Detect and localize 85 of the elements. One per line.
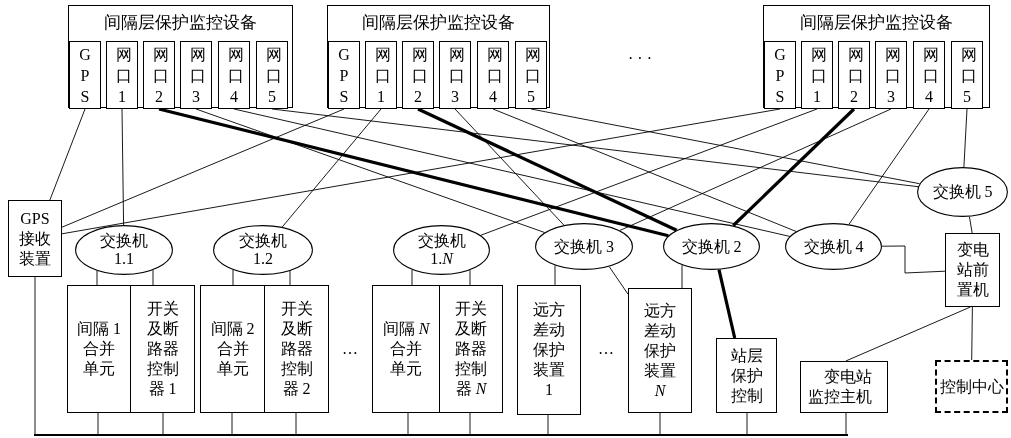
connection-line [61,108,345,228]
device-heading: 间隔层保护监控设备 [104,12,257,34]
connection-line [968,216,973,234]
port-box: GPS [764,41,796,109]
port-box: 网口3 [875,41,907,109]
thick-connection-line [417,107,678,232]
port-box: 网口5 [515,41,547,109]
port-box: 网口2 [402,41,434,109]
connection-line [608,266,629,295]
port-box: GPS [69,41,101,109]
unit-box: 远方差动保护装置 N [628,288,692,413]
connection-line [848,108,930,225]
receiver-box: GPS接收装置 [8,200,62,277]
device-heading: 间隔层保护监控设备 [800,12,953,34]
connection-line [407,412,409,435]
thick-connection-line [732,107,856,227]
unit-box: 间隔 2合并单元 [200,285,265,413]
port-box: 网口5 [951,41,983,109]
ellipsis-mark: … [598,340,614,358]
port-box: 网口1 [801,41,833,109]
connection-line [554,264,556,286]
thick-connection-line [717,269,737,339]
port-box: 网口3 [439,41,471,109]
port-box: 网口4 [218,41,250,109]
connection-line [659,412,661,435]
connection-line [547,414,549,435]
port-box: 网口2 [143,41,175,109]
connection-line [162,412,164,435]
unit-box: 远方差动保护装置1 [517,285,581,415]
connection-line [121,108,125,226]
port-box: 网口3 [180,41,212,109]
device-box [763,5,990,108]
connection-line [619,108,892,231]
device-box [68,5,293,108]
connection-line [963,108,968,168]
unit-box: 站层保护控制 [716,338,777,413]
unit-box: 变电站监控主机 [800,361,888,413]
port-box: 网口2 [838,41,870,109]
connection-line [289,270,291,286]
dashed-box: 控制中心 [935,360,1008,413]
unit-box: 开关及断路器控制器 1 [130,285,195,413]
switch-ellipse: 交换机1.1 [75,225,173,275]
port-box: GPS [328,41,360,109]
port-box: 网口5 [256,41,288,109]
switch-ellipse: 交换机1.2 [213,225,313,275]
connection-line [97,412,99,435]
connection-line [195,108,546,233]
connection-line [152,269,154,286]
device-box [327,5,550,108]
connection-line [411,269,413,286]
connection-line [681,264,683,289]
connection-line [231,412,233,435]
unit-box: 开关及断路器控制器 2 [264,285,329,413]
port-box: 网口1 [106,41,138,109]
connection-line [881,245,946,274]
connection-line [34,276,36,435]
unit-box: 间隔 N 合并单元 [372,285,440,413]
connection-line [971,306,973,361]
ellipsis-mark: … [342,340,358,358]
switch-ellipse: 交换机 4 [785,223,882,270]
connection-line [454,108,565,226]
connection-line [232,269,234,286]
switch-ellipse: 交换机 2 [663,223,760,270]
switch-ellipse: 交换机 3 [535,223,633,270]
connection-line [96,270,98,286]
connection-line [845,412,847,435]
connection-line [845,306,971,362]
connection-line [49,108,86,201]
port-box: 网口1 [365,41,397,109]
connection-line [233,108,791,237]
ellipsis-mark: · · · [628,50,652,68]
port-box: 网口4 [477,41,509,109]
device-heading: 间隔层保护监控设备 [362,12,515,34]
switch-ellipse: 交换机1.N [393,225,490,275]
unit-box: 变电站前置机 [945,233,1000,307]
unit-box: 间隔 1合并单元 [67,285,131,413]
connection-line [281,108,382,228]
thick-connection-line [158,107,669,238]
connection-line [746,412,748,435]
connection-line [469,412,471,435]
port-box: 网口4 [913,41,945,109]
connection-line [469,269,471,286]
switch-ellipse: 交换机 5 [917,167,1008,217]
unit-box: 开关及断路器控制器 N [439,285,503,413]
connection-line [295,412,297,435]
